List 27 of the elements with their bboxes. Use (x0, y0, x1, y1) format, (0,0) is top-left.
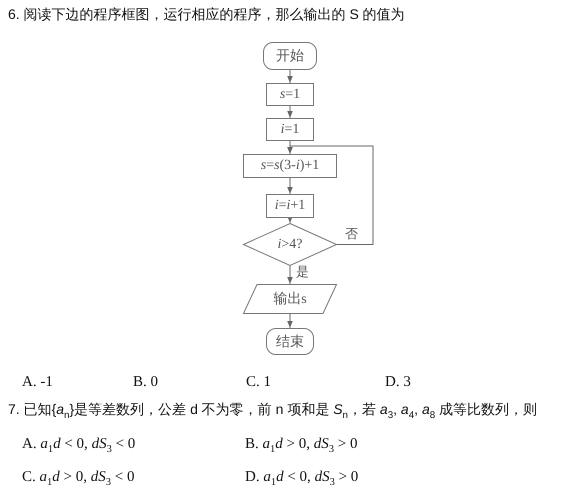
edge-label: 否 (345, 226, 358, 240)
start-terminal: 开始 (263, 42, 317, 70)
end-terminal: 结束 (266, 328, 314, 355)
answer-option: C. a$_{1}$d > 0, dS$_{3}$ < 0 (22, 469, 134, 488)
process-box: i=1 (266, 118, 314, 141)
arrow (287, 146, 374, 245)
question-text: 6. 阅读下边的程序框图，运行相应的程序，那么输出的 S 的值为 (8, 6, 405, 24)
output-parallelogram: 输出s (243, 284, 337, 314)
process-box: s=s(3-i)+1 (243, 154, 337, 178)
answer-option: A. a$_{1}$d < 0, dS$_{3}$ < 0 (22, 436, 136, 455)
answer-option: D. a$_{1}$d < 0, dS$_{3}$ > 0 (245, 469, 358, 488)
answer-option: A. -1 (22, 374, 53, 391)
answer-option: C. 1 (246, 374, 272, 391)
arrow (287, 106, 293, 118)
process-box: i=i+1 (266, 194, 314, 218)
arrow (287, 178, 293, 194)
edge-label: 是 (296, 265, 309, 278)
arrow (287, 216, 293, 224)
process-box: s=1 (266, 83, 314, 106)
answer-option: D. 3 (385, 374, 411, 391)
arrow (287, 70, 293, 84)
answer-option: B. 0 (133, 374, 158, 391)
arrow (287, 314, 293, 328)
arrow (287, 266, 293, 284)
question-text: 7. 已知{a$_{n}$}是等差数列，公差 d 不为零，前 n 项和是 S$_{n}$，若 a$_{3}$, a$_{4}$, a$_{8}$ 成等比数列，则 (8, 401, 538, 421)
decision-diamond: i>4? (243, 223, 337, 266)
answer-option: B. a$_{1}$d > 0, dS$_{3}$ > 0 (245, 436, 358, 455)
